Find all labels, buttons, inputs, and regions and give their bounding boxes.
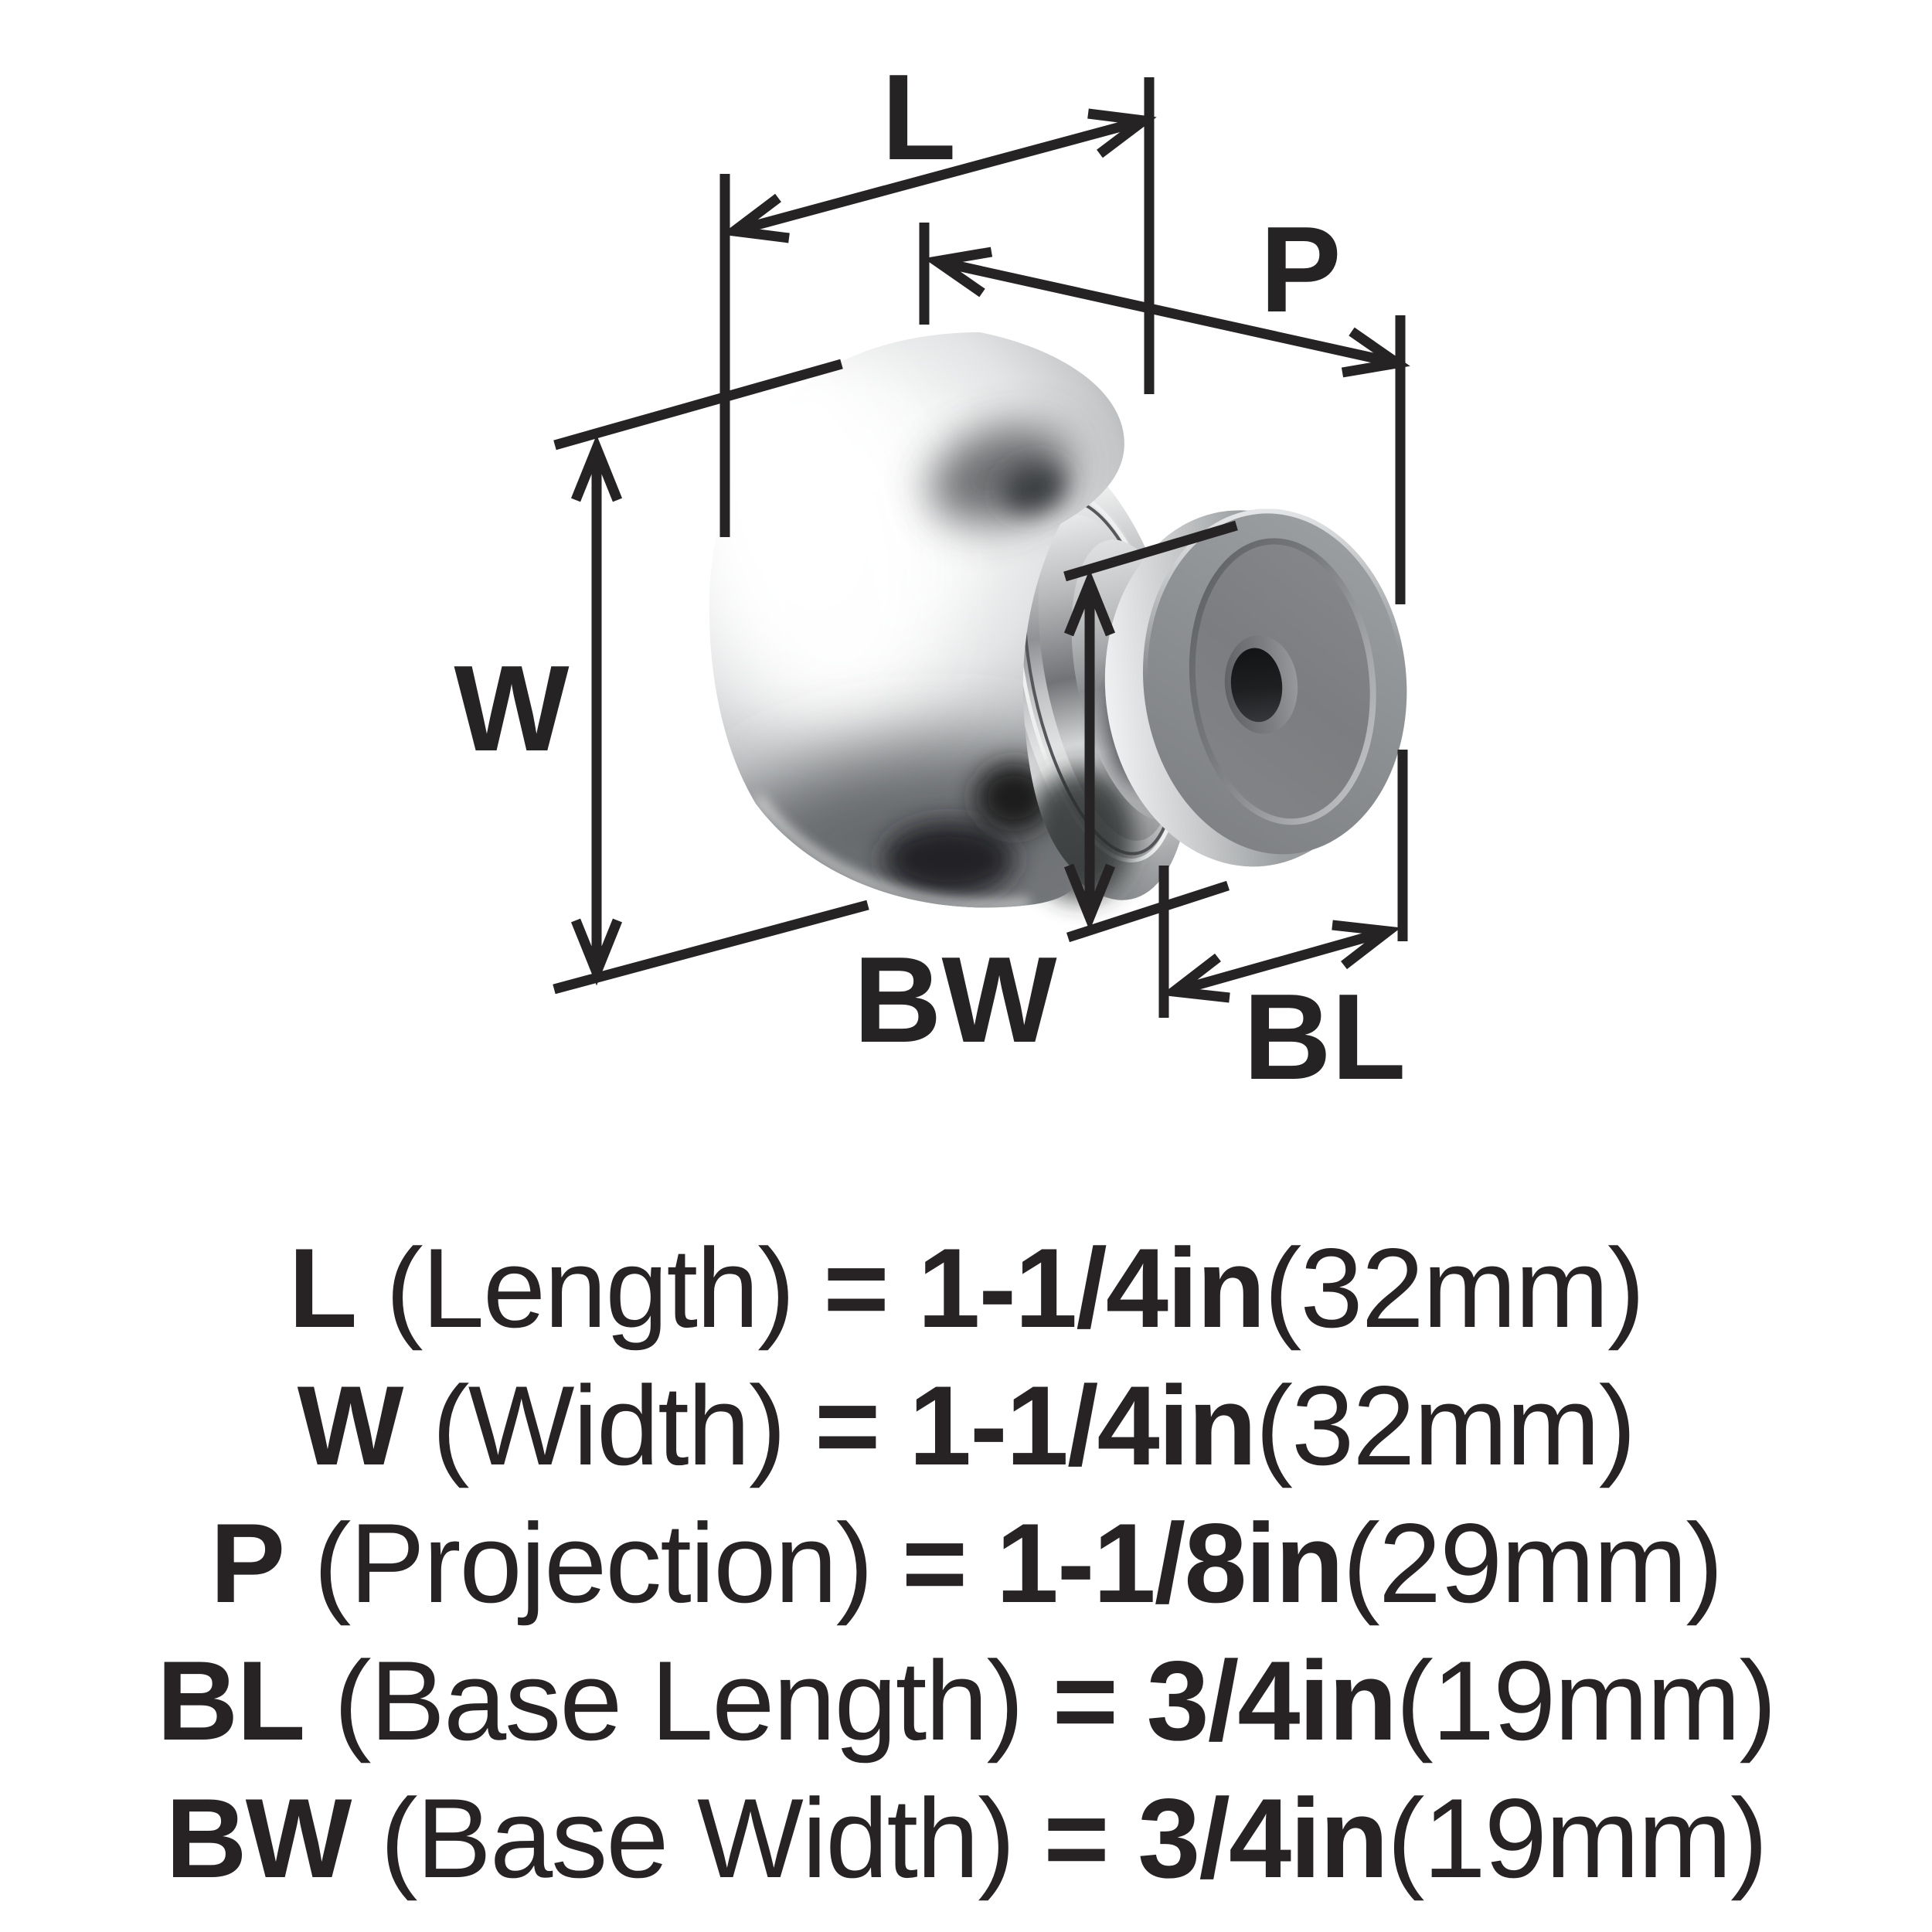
spec-name: (Base Width): [350, 1775, 1044, 1901]
spec-name: (Base Length): [304, 1638, 1053, 1764]
arrowhead-width-top: [570, 434, 623, 502]
dim-label-projection: P: [1260, 202, 1341, 338]
spec-line-base-width: BW (Base Width) = 3/4in(19mm): [0, 1770, 1932, 1907]
knob-diagram: L P W BW BL: [454, 49, 1410, 1105]
knob-dome: [709, 332, 1124, 908]
spec-value: = 3/4in: [1043, 1775, 1389, 1901]
spec-line-length: L (Length) = 1-1/4in(32mm): [0, 1219, 1932, 1357]
spec-list: L (Length) = 1-1/4in(32mm) W (Width) = 1…: [0, 1219, 1932, 1907]
spec-line-projection: P (Projection) = 1-1/8in(29mm): [0, 1495, 1932, 1632]
arrowhead-projection-right: [1341, 327, 1410, 378]
dim-width: [553, 359, 869, 995]
spec-value: = 3/4in: [1052, 1638, 1398, 1764]
spec-abbr: BL: [156, 1638, 306, 1764]
ref-line-base-width-top: [1063, 520, 1238, 582]
ref-line-base-width-bottom: [1066, 880, 1230, 943]
spec-abbr: BW: [165, 1775, 352, 1901]
arrowhead-base-length-left: [1161, 953, 1230, 1003]
screw-hole: [1230, 648, 1283, 723]
arrowhead-width-bottom: [570, 918, 623, 986]
dim-projection: [919, 223, 1410, 604]
dim-label-base-length: BL: [1243, 969, 1406, 1105]
arrowhead-base-width-bottom: [1063, 863, 1116, 931]
arrowhead-length-left: [721, 193, 790, 243]
spec-value: = 1-1/4in: [815, 1362, 1257, 1488]
ref-line-width-top: [553, 359, 843, 451]
dim-base-width: [1063, 520, 1238, 943]
spec-name: (Width): [402, 1362, 815, 1488]
base-plate-rim-highlight: [1142, 509, 1407, 855]
arrowhead-length-right: [1087, 108, 1157, 158]
spec-abbr: L: [288, 1225, 357, 1351]
arrowhead-base-width-top: [1063, 569, 1116, 637]
cabinet-knob-render: [709, 332, 1407, 908]
dome-reflection-upper-dark: [1002, 464, 1066, 513]
spec-value: = 1-1/4in: [823, 1225, 1265, 1351]
dim-line-base-length: [1172, 926, 1389, 997]
spec-metric: (32mm): [1264, 1225, 1645, 1351]
dome-shadow-dark1: [883, 822, 1015, 896]
base-plate: [1104, 509, 1407, 867]
spec-metric: (19mm): [1396, 1638, 1777, 1764]
spec-metric: (29mm): [1342, 1500, 1723, 1626]
arrowhead-projection-left: [923, 247, 993, 298]
dim-length: [719, 77, 1157, 537]
spec-abbr: P: [209, 1500, 285, 1626]
spec-name: (Projection): [284, 1500, 902, 1626]
arrowhead-base-length-right: [1332, 920, 1401, 970]
spec-metric: (32mm): [1255, 1362, 1636, 1488]
dim-line-length: [733, 115, 1145, 236]
dome-bottom-rim-light: [754, 795, 1030, 908]
dim-label-width: W: [454, 641, 569, 777]
recess-edge: [1189, 538, 1376, 825]
dim-label-base-width: BW: [853, 932, 1056, 1068]
spec-metric: (19mm): [1386, 1775, 1768, 1901]
dome-highlight-core: [733, 386, 871, 615]
dim-base-length: [1158, 750, 1408, 1018]
ref-line-width-bottom: [553, 900, 869, 995]
spec-abbr: W: [297, 1362, 404, 1488]
dimension-lines: [553, 77, 1410, 1018]
spec-line-base-length: BL (Base Length) = 3/4in(19mm): [0, 1632, 1932, 1770]
dim-line-projection: [935, 256, 1399, 369]
spec-name: (Length): [355, 1225, 824, 1351]
spec-line-width: W (Width) = 1-1/4in(32mm): [0, 1357, 1932, 1495]
dim-label-length: L: [882, 49, 957, 185]
spec-value: = 1-1/8in: [901, 1500, 1344, 1626]
